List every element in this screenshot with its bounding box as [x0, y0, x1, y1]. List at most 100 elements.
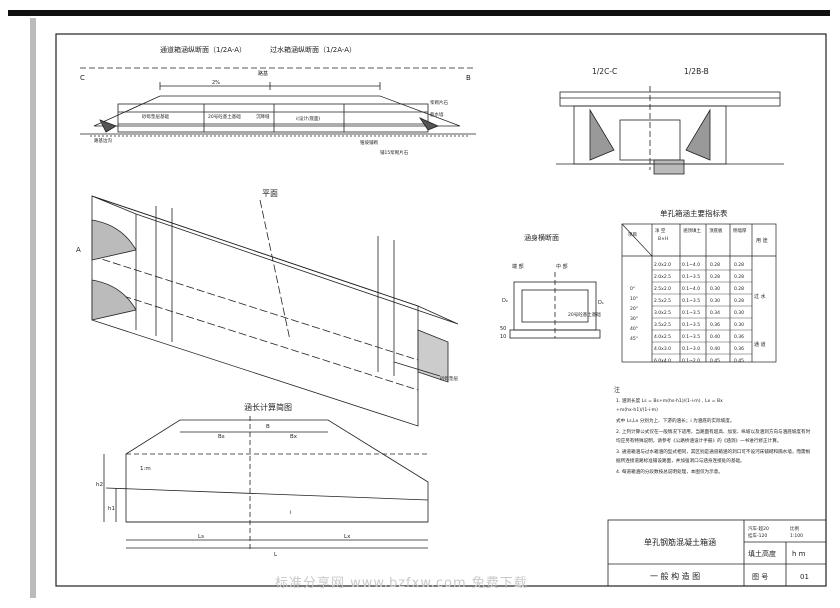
fill-unit: h m — [792, 550, 806, 558]
label-slope-protect: 锥坡铺砌 — [360, 139, 378, 146]
table-cell: 0.28 — [710, 274, 720, 280]
table-cell: 0.28 — [734, 274, 744, 280]
label-mid-part: 中 部 — [556, 263, 568, 270]
label-riprap: 铺15浆砌片石 — [380, 149, 409, 156]
label-side-ditch: 路基边沟 — [94, 137, 112, 144]
th-clear: 净 空 — [655, 227, 666, 234]
title-bb: 1/2B-B — [684, 67, 709, 76]
calc-m: 1:m — [140, 466, 151, 472]
label-rc-slab: 20号砼基土基础 — [208, 113, 241, 120]
skew-angle: 0° — [630, 286, 635, 292]
label-rc-note: 20号砼基土基础 — [568, 311, 601, 318]
title-cc: 1/2C-C — [592, 67, 617, 76]
table-cell: 0.30 — [734, 310, 744, 316]
table-cell: 2.5x2.0 — [654, 286, 671, 292]
table-cell: 0.1~4.0 — [682, 286, 700, 292]
table-cell: 0.1~4.0 — [682, 262, 700, 268]
note-line: +m(hx-h1)/(1-i·m) — [616, 407, 658, 413]
scale-val: 1:100 — [790, 533, 803, 539]
table-cell: 4.0x3.0 — [654, 346, 671, 352]
drawing-no: 01 — [800, 573, 809, 581]
table-cell: 0.1~3.5 — [682, 310, 700, 316]
table-cell: 0.30 — [710, 286, 720, 292]
title-plan: 平面 — [262, 189, 278, 198]
table-cell: 0.28 — [710, 262, 720, 268]
table-cell: 0.28 — [734, 298, 744, 304]
table-cell: 0.36 — [734, 334, 744, 340]
table-cell: 0.28 — [734, 286, 744, 292]
skew-angle: 20° — [630, 306, 638, 312]
th-item: 项目 — [628, 232, 637, 238]
skew-angle: 10° — [630, 296, 638, 302]
calc-L: L — [274, 552, 278, 558]
calc-Lx: Lx — [344, 534, 351, 540]
longitudinal-section — [80, 67, 476, 137]
table-cell: 0.34 — [710, 310, 720, 316]
title-culvert-section: 涵身横断面 — [524, 233, 559, 242]
label-c-left: C — [80, 74, 85, 82]
th-d1: 顶底板 — [709, 227, 723, 234]
skew-angle: 30° — [630, 316, 638, 322]
label-settlement-joint: 沉降缝 — [256, 113, 270, 120]
label-cutoff-wall: 截水墙 — [430, 111, 444, 118]
th-d2: 侧墙厚 — [733, 227, 747, 234]
table-title: 单孔箱涵主要指标表 — [660, 208, 728, 218]
table-rows: 2.0x2.0 0.1~4.0 0.28 0.28 2.0x2.5 0.1~3.5 0.28… — [630, 262, 752, 364]
culvert-cross-section — [509, 272, 601, 339]
note-line: 均应另有特殊说明，请参考《公路桥涵设计手册》的《涵洞》一书进行修正计算。 — [616, 437, 781, 444]
calc-h2: h2 — [96, 482, 103, 488]
th-fill: 涵顶填土 — [683, 227, 701, 234]
label-width-marker: 2% — [212, 80, 220, 86]
label-slope: i(设计/底面) — [296, 115, 321, 122]
label-dim-d2: D₂ — [502, 298, 508, 304]
table-cell: 2.5x2.5 — [654, 298, 671, 304]
load-label: 汽车-超20 — [748, 525, 769, 532]
table-cell: 0.1~3.5 — [682, 298, 700, 304]
calc-B: B — [266, 424, 270, 430]
cross-section-cc-bb — [556, 86, 784, 175]
title-length-calc: 涵长计算简图 — [244, 402, 292, 412]
table-cell: 4.0x2.5 — [654, 334, 671, 340]
note-line: 1. 涵洞长度 Ls = Bs+m(hs-h1)/(1-i·m) , Lx = … — [616, 397, 723, 404]
calc-Ls: Ls — [198, 534, 204, 540]
table-cell: 0.1~3.5 — [682, 274, 700, 280]
table-cell: 2.0x2.5 — [654, 274, 671, 280]
th-clear-bxh: B×H — [658, 236, 668, 242]
load-sub: 挂车-120 — [748, 532, 767, 539]
label-dim-10: 10 — [500, 334, 506, 340]
table-cell: 3.0x2.5 — [654, 310, 671, 316]
label-apron: 浆砌片石 — [430, 99, 448, 106]
calc-Bs: Bs — [218, 434, 225, 440]
table-cell: 0.30 — [734, 322, 744, 328]
use-water: 过 水 — [754, 293, 766, 300]
drawing-frame — [55, 33, 827, 587]
note-line: 2. 上列计算公式仅在一般情况下适用，当路面有超高、加宽、纵坡以及涵洞方向与涵底… — [616, 428, 811, 435]
table-cell: 0.28 — [734, 262, 744, 268]
table-cell: 0.1~3.5 — [682, 322, 700, 328]
title-channel-culvert: 通道箱涵纵断面（1/2A-A） — [160, 45, 246, 54]
label-end-part: 端 部 — [512, 263, 524, 270]
table-cell: 0.1~2.0 — [682, 358, 700, 364]
notes-list: 1. 涵洞长度 Ls = Bs+m(hs-h1)/(1-i·m) , Lx = … — [616, 397, 811, 475]
note-line: 据所连接道路标准铺设路面，并加强洞口与涵身连接处的基础。 — [616, 457, 745, 464]
skew-angle: 45° — [630, 336, 638, 342]
table-cell: 2.0x2.0 — [654, 262, 671, 268]
label-b-right: B — [466, 74, 471, 82]
top-border — [0, 0, 840, 16]
table-cell: 0.40 — [710, 334, 720, 340]
table-cell: 0.1~3.5 — [682, 334, 700, 340]
skew-angle: 40° — [630, 326, 638, 332]
note-line: 4. 每道箱涵的分段数按总说明处理，本图仅为示意。 — [616, 468, 723, 475]
label-dim-50: 50 — [500, 326, 506, 332]
sheet-binding-edge — [30, 18, 36, 598]
watermark: 标准分享网 www.bzfxw.com 免费下载 — [275, 576, 528, 591]
indicator-table — [621, 223, 777, 363]
field-fill: 填土高度 — [748, 549, 776, 558]
label-gravel-base: 砂砾垫层基础 — [142, 113, 169, 120]
use-road: 通 道 — [754, 341, 766, 348]
label-roadbed: 路基 — [258, 70, 268, 77]
table-cell: 0.45 — [710, 358, 720, 364]
label-gravel-bed: 砂砾垫层 — [440, 375, 458, 382]
length-calc-sketch — [103, 416, 429, 552]
